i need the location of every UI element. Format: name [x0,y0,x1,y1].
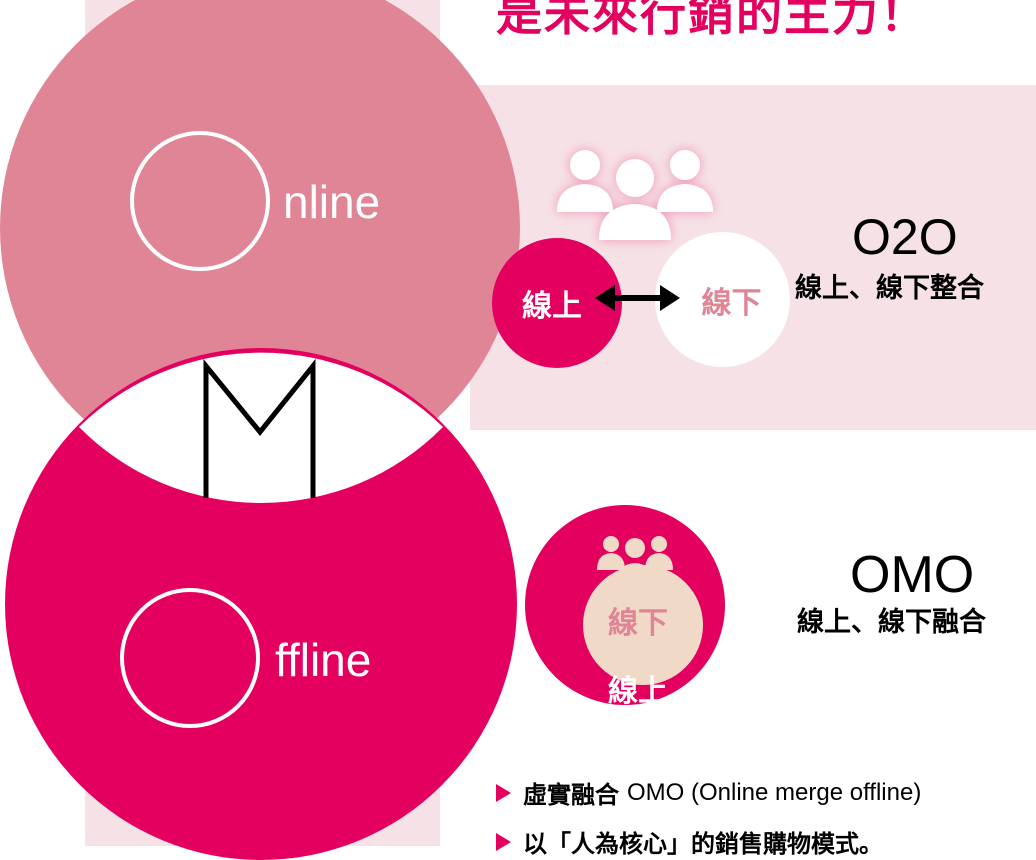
o2o-offline-circle: 線下 [655,232,790,367]
omo-heading: OMO [850,546,975,604]
bullet-triangle-icon [496,832,511,851]
m-letter-shape [203,358,316,498]
bullet-omo-definition: 虛實融合 OMO (Online merge offline) [496,775,921,810]
offline-word: ffline [275,634,372,686]
double-arrow-icon [595,285,680,311]
o2o-online-label: 線上 [522,290,582,323]
offline-ring-letter [120,588,260,728]
omo-outer-label: 線上 [608,675,668,708]
omo-subheading: 線上、線下融合 [797,607,986,637]
bullet-triangle-icon [496,783,511,802]
bullet-text: OMO (Online merge offline) [627,778,922,806]
people-group-icon [557,150,713,240]
bullet-people-centric: 以「人為核心」的銷售購物模式。 [496,824,883,859]
o2o-online-circle: 線上 [492,238,622,368]
omo-inner-label: 線下 [608,607,668,640]
o2o-subheading: 線上、線下整合 [795,273,984,303]
bullet-strong: 虛實融合 [523,782,619,809]
o2o-heading: O2O [852,209,958,265]
o2o-offline-label: 線下 [701,286,762,320]
online-ring-letter [130,131,270,271]
omo-people-icon [597,536,673,582]
omo-inner-circle [583,565,703,685]
page-title: 是未來行銷的主力！ [496,0,928,40]
online-word: nline [283,176,381,228]
bullet-text: 以「人為核心」的銷售購物模式。 [523,831,883,858]
